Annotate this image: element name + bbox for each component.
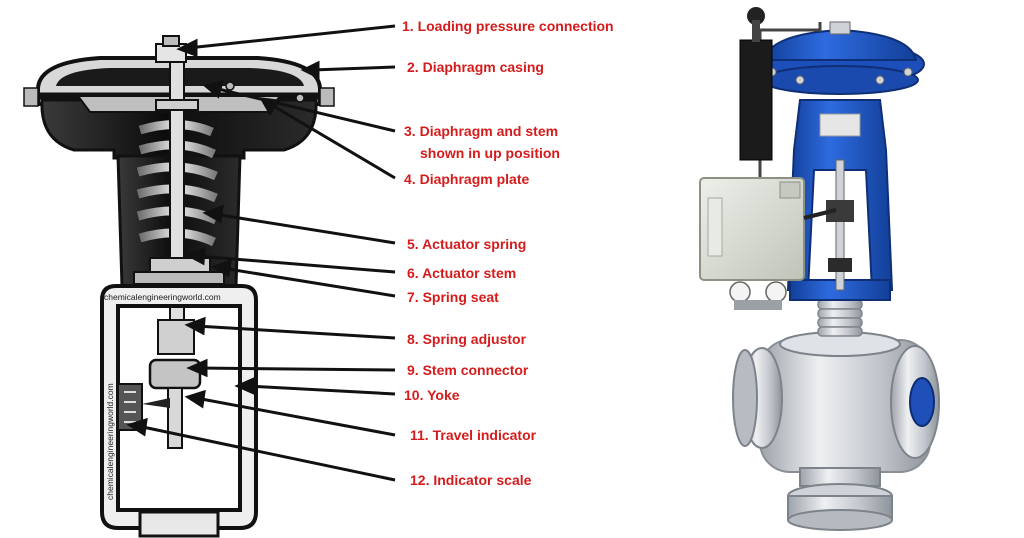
yoke [100,284,258,530]
label-diaphragm-casing: 2. Diaphragm casing [407,59,544,75]
travel-indicator [142,398,170,408]
label-spring-adjustor: 8. Spring adjustor [407,331,527,347]
label-diaphragm-plate: 4. Diaphragm plate [404,171,530,187]
label-travel-indicator: 11. Travel indicator [410,427,537,443]
stem-connector [148,358,202,390]
label-stem-connector: 9. Stem connector [407,362,529,378]
label-diaphragm-and-stem-line2: shown in up position [420,145,560,161]
watermark-vertical: chemicalengineeringworld.com [105,383,115,500]
label-diaphragm-and-stem: 3. Diaphragm and stem [404,123,559,139]
cutaway-diagram: chemicalengineeringworld.com chemicaleng… [23,35,335,538]
control-valve-photo [699,7,940,531]
label-loading-pressure-connection: 1. Loading pressure connection [402,18,614,34]
label-indicator-scale: 12. Indicator scale [410,472,532,488]
label-yoke: 10. Yoke [404,387,460,403]
label-spring-seat: 7. Spring seat [407,289,499,305]
label-actuator-spring: 5. Actuator spring [407,236,527,252]
watermark-horizontal: chemicalengineeringworld.com [104,292,221,302]
label-actuator-stem: 6. Actuator stem [407,265,517,281]
leader-lines [126,24,396,482]
